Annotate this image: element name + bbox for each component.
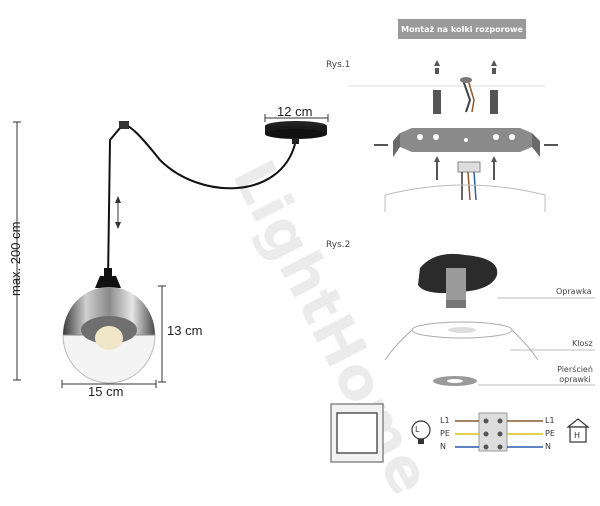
ring-label: Pierścień oprawki <box>557 365 593 384</box>
shade-label: Klosz <box>572 339 593 348</box>
holder-label: Oprawka <box>556 287 592 296</box>
wire-right-n: N <box>545 442 551 451</box>
wire-left-n: N <box>440 442 446 451</box>
wire-right-l1: L1 <box>545 416 555 425</box>
lamp-symbol-letter: L <box>415 425 420 434</box>
wiring-diagram <box>411 412 590 452</box>
canopy-width-label: 12 cm <box>277 104 313 119</box>
shade-height-label: 13 cm <box>167 323 203 338</box>
fig2-label: Rys.2 <box>326 240 351 250</box>
wire-left-pe: PE <box>440 429 450 438</box>
fig2-drawing <box>384 253 595 386</box>
fig1-drawing <box>348 60 558 212</box>
mounting-header: Montaż na kołki rozporowe <box>398 19 526 39</box>
fig1-label: Rys.1 <box>326 60 351 70</box>
switch-icon <box>330 403 384 463</box>
wire-right-pe: PE <box>545 429 555 438</box>
wire-left-l1: L1 <box>440 416 450 425</box>
lamp-drawing <box>13 114 329 388</box>
shade-width-label: 15 cm <box>88 384 124 399</box>
house-symbol-letter: H <box>574 431 581 440</box>
